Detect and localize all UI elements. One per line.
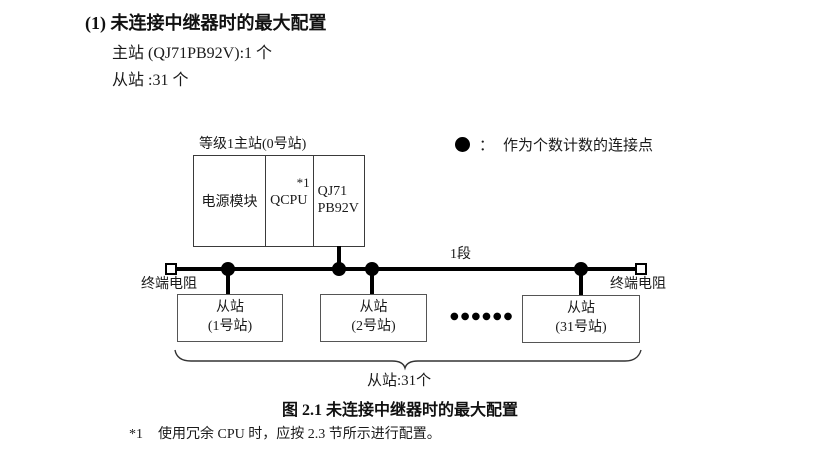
bus-line — [177, 267, 635, 271]
master-drop-line — [337, 246, 341, 269]
slave-label-line2: (2号站) — [351, 319, 396, 334]
slave-box-31: 从站 (31号站) — [522, 295, 640, 343]
slave-label-line2: (1号站) — [207, 319, 253, 334]
cpu-cell: *1 QCPU — [265, 156, 312, 246]
slave-label-line2: (31号站) — [555, 320, 607, 335]
master-station-box: 电源模块 *1 QCPU QJ71 PB92V — [193, 155, 365, 247]
slave2-drop-line — [370, 269, 374, 295]
connection-dot-icon — [455, 137, 470, 152]
page-title: (1) 未连接中继器时的最大配置 — [85, 13, 327, 33]
slave-box-1: 从站 (1号站) — [177, 294, 283, 342]
connection-dot — [365, 262, 379, 276]
pb92v-cell: QJ71 PB92V — [312, 156, 364, 246]
terminator-label-right: 终端电阻 — [610, 277, 666, 292]
footnote-text: 使用冗余 CPU 时，应按 2.3 节所示进行配置。 — [158, 427, 441, 442]
connection-dot — [332, 262, 346, 276]
footnote-marker: *1 — [129, 427, 143, 442]
terminator-label-left: 终端电阻 — [141, 277, 197, 292]
slave31-drop-line — [579, 269, 583, 296]
legend: ： 作为个数计数的连接点 — [455, 134, 653, 155]
slave-box-2: 从站 (2号站) — [320, 294, 427, 342]
slave-label-line1: 从站 — [359, 300, 388, 316]
segment-label: 1段 — [450, 247, 471, 262]
terminating-resistor-right-icon — [635, 263, 647, 275]
cpu-footnote-ref: *1 — [296, 175, 310, 190]
connection-dot — [221, 262, 235, 276]
connection-dot — [574, 262, 588, 276]
master-count-line: 主站 (QJ71PB92V):1 个 — [112, 45, 273, 62]
brace-label: 从站:31个 — [367, 373, 432, 389]
pb92v-label-line1: QJ71 — [317, 184, 348, 200]
slave1-drop-line — [226, 269, 230, 295]
underbrace-icon — [174, 349, 642, 371]
slave-label-line1: 从站 — [216, 300, 244, 316]
legend-text: 作为个数计数的连接点 — [503, 138, 654, 154]
legend-colon: ： — [479, 138, 495, 154]
figure-caption: 图 2.1 未连接中继器时的最大配置 — [282, 402, 519, 419]
cpu-label: QCPU — [270, 193, 308, 208]
pb92v-label-line2: PB92V — [317, 201, 359, 216]
slave-count-line: 从站 :31 个 — [112, 72, 189, 89]
slave-label-line1: 从站 — [567, 301, 595, 317]
ellipsis-dots: ●●●●●● — [450, 311, 515, 322]
master-station-label: 等级1主站(0号站) — [199, 137, 307, 152]
power-module-label: 电源模块 — [201, 195, 258, 210]
power-module-cell: 电源模块 — [194, 156, 265, 246]
terminating-resistor-left-icon — [165, 263, 177, 275]
